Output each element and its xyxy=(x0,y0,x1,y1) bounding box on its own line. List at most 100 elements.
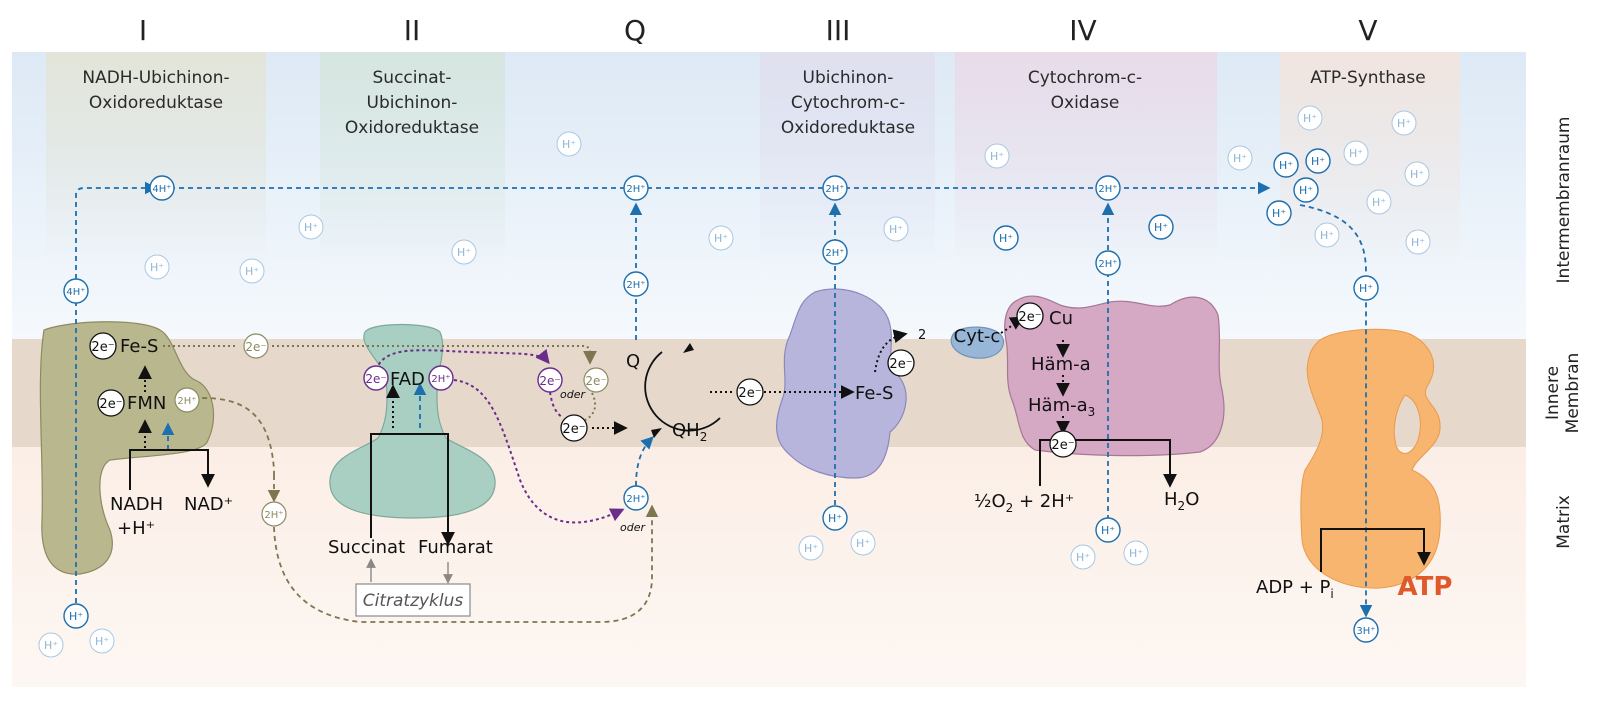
proton-bubble: 4H⁺ xyxy=(63,278,89,304)
proton-label: H⁺ xyxy=(1154,221,1168,234)
proton-label: 3H⁺ xyxy=(1356,626,1375,637)
proton-bubble: 2H⁺ xyxy=(623,271,649,297)
svg-text:H⁺: H⁺ xyxy=(457,246,471,259)
svg-text:H⁺: H⁺ xyxy=(1129,547,1143,560)
proton-bubble: H⁺ xyxy=(883,216,909,242)
complex2-fad-label: FAD xyxy=(390,369,425,390)
proton-bubble: 3H⁺ xyxy=(1353,617,1379,643)
complex1-band xyxy=(46,52,266,267)
qh2-label: QH2 xyxy=(672,420,707,444)
proton-bubble: H⁺ xyxy=(1070,544,1096,570)
proton-bubble: H⁺ xyxy=(984,143,1010,169)
water-label: H2O xyxy=(1164,489,1199,513)
proton-bubble: H⁺ xyxy=(1273,152,1299,178)
complex3-title-line1: Ubichinon- xyxy=(803,68,894,88)
complex3-title-line3: Oxidoreduktase xyxy=(781,118,915,138)
electron-path-fes-olive-b xyxy=(272,345,597,365)
nadh-label: NADH xyxy=(110,494,163,515)
svg-text:H⁺: H⁺ xyxy=(1372,196,1386,209)
svg-text:H⁺: H⁺ xyxy=(245,265,259,278)
electron-label: 2e⁻ xyxy=(245,340,266,354)
svg-text:H⁺: H⁺ xyxy=(1410,168,1424,181)
atp-label: ATP xyxy=(1398,572,1453,602)
svg-text:H⁺: H⁺ xyxy=(856,537,870,550)
numeral-complex1: I xyxy=(139,14,147,47)
pumped-proton-bubbles: 4H⁺ 4H⁺ H⁺ 2H⁺ 2H⁺ 2H⁺ 2H⁺ 2H⁺ H⁺ 2H⁺ 2H… xyxy=(63,148,1379,643)
proton-bubble: H⁺ xyxy=(708,225,734,251)
proton-bubble: H⁺ xyxy=(1404,161,1430,187)
floating-protons: H⁺ H⁺ H⁺ H⁺ H⁺ H⁺ H⁺ H⁺ H⁺ H⁺ H⁺ H⁺ H⁺ H… xyxy=(38,105,1431,658)
proton-bubble: 2H⁺ xyxy=(822,239,848,265)
q-cycle-arrowhead-bottom xyxy=(651,428,662,438)
proton-label: H⁺ xyxy=(1272,207,1286,220)
proton-label: 2H⁺ xyxy=(626,280,645,291)
proton-bubble: H⁺ xyxy=(556,131,582,157)
complex2-band xyxy=(320,52,505,267)
electron-bubble xyxy=(243,333,269,359)
complex4-title-line2: Oxidase xyxy=(1051,93,1120,113)
electron-label: 2e⁻ xyxy=(562,422,585,437)
svg-text:H⁺: H⁺ xyxy=(1349,147,1363,160)
region-label-intermembrane: Intermembranraum xyxy=(1554,117,1574,284)
proton-bubble xyxy=(261,501,287,527)
proton-bubble: H⁺ xyxy=(1305,148,1331,174)
electron-label: 2e⁻ xyxy=(365,372,386,386)
proton-bubble: H⁺ xyxy=(1227,145,1253,171)
electron-label: 2e⁻ xyxy=(889,357,912,372)
proton-label: H⁺ xyxy=(1279,159,1293,172)
proton-bubble: 2H⁺ xyxy=(623,175,649,201)
proton-bubble: H⁺ xyxy=(1123,540,1149,566)
nad-label: NAD⁺ xyxy=(184,494,233,515)
proton-path-q-matrix xyxy=(635,436,654,487)
electron-bubble xyxy=(560,414,588,442)
complex1-fmn-label: FMN xyxy=(127,393,166,414)
proton-bubble: H⁺ xyxy=(1343,140,1369,166)
proton-label: 2H⁺ xyxy=(825,248,844,259)
electron-label: 2e⁻ xyxy=(1018,310,1041,325)
svg-text:H⁺: H⁺ xyxy=(1320,229,1334,242)
svg-text:H⁺: H⁺ xyxy=(304,221,318,234)
arrow-o2-water xyxy=(1039,439,1177,488)
electron-path-fes-cytc xyxy=(874,329,908,373)
svg-text:H⁺: H⁺ xyxy=(804,542,818,555)
complex3-fes-label: Fe-S xyxy=(855,383,893,404)
complex2-title-line3: Oxidoreduktase xyxy=(345,118,479,138)
proton-bubble: H⁺ xyxy=(1353,275,1379,301)
olive-electron-paths xyxy=(163,345,597,421)
proton-bubble: 4H⁺ xyxy=(149,175,175,201)
svg-text:H⁺: H⁺ xyxy=(714,232,728,245)
succinat-label: Succinat xyxy=(328,537,405,558)
electron-bubble xyxy=(736,378,764,406)
citrate-cycle-label: Citratzyklus xyxy=(363,591,464,611)
complex4-shape xyxy=(1004,295,1225,457)
proton-bubble: H⁺ xyxy=(1366,189,1392,215)
proton-bubble: H⁺ xyxy=(144,254,170,280)
svg-text:H⁺: H⁺ xyxy=(1233,152,1247,165)
electron-bubble xyxy=(363,365,389,391)
svg-text:H⁺: H⁺ xyxy=(1411,236,1425,249)
numeral-complex4: IV xyxy=(1069,14,1096,47)
complex1-title-line1: NADH-Ubichinon- xyxy=(82,68,229,88)
purple-path-2h-matrix xyxy=(453,379,625,524)
complex5-title: ATP-Synthase xyxy=(1310,68,1426,88)
proton-bubble: H⁺ xyxy=(239,258,265,284)
electron-bubble xyxy=(537,367,563,393)
nadh-plus-h-label: +H⁺ xyxy=(117,518,155,539)
purple-path-2e-down xyxy=(549,391,564,419)
proton-bubble: H⁺ xyxy=(1297,105,1323,131)
numeral-complex3: III xyxy=(826,14,851,47)
q-cycle-arc xyxy=(644,351,721,432)
proton-label: 2H⁺ xyxy=(626,184,645,195)
svg-text:H⁺: H⁺ xyxy=(1076,551,1090,564)
proton-label: H⁺ xyxy=(828,512,842,525)
proton-bubble xyxy=(174,387,200,413)
electron-label: 2e⁻ xyxy=(585,374,606,388)
complex2-title-line2: Ubichinon- xyxy=(367,93,458,113)
complex1-fes-label: Fe-S xyxy=(120,336,158,357)
proton-path-complex1 xyxy=(75,181,158,612)
svg-text:H⁺: H⁺ xyxy=(990,150,1004,163)
oder-label: oder xyxy=(560,388,586,401)
proton-bubble: H⁺ xyxy=(1148,214,1174,240)
oxygen-label: ½O2 + 2H⁺ xyxy=(974,491,1074,515)
